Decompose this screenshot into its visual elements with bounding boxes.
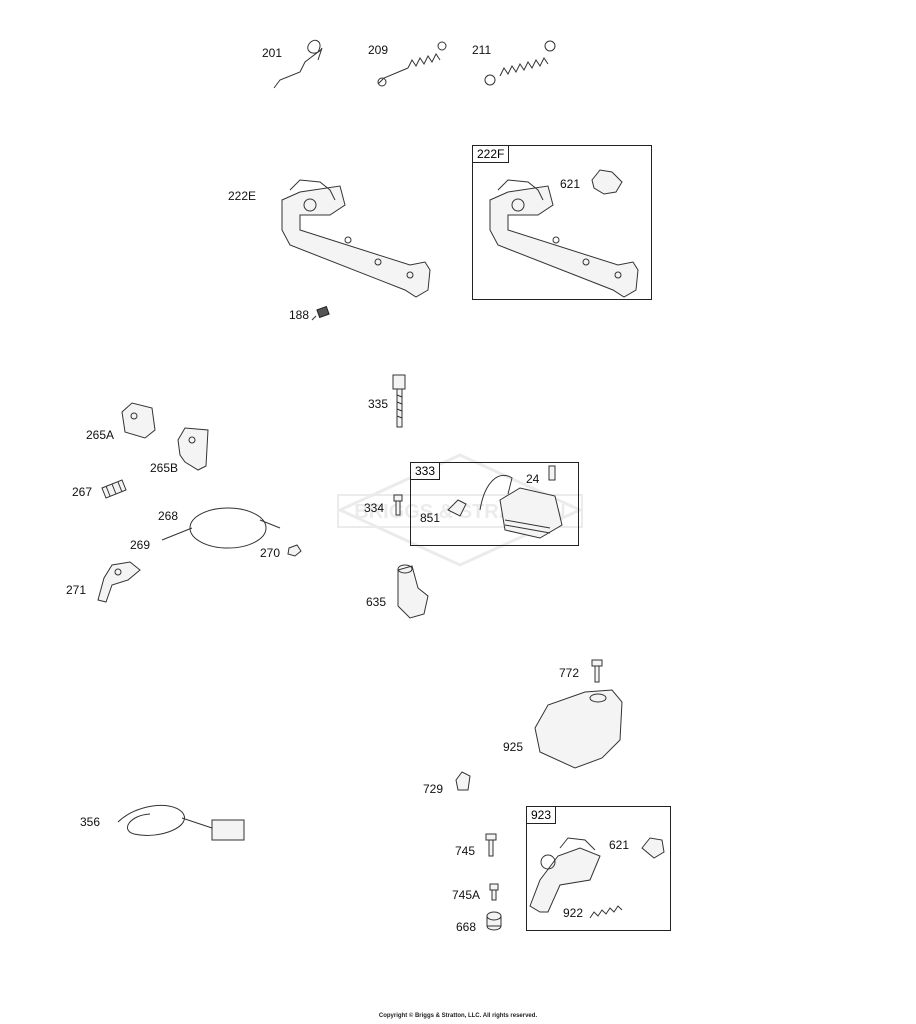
label-270: 270 [260, 546, 281, 560]
part-745-screw [485, 833, 497, 857]
group-222F-label: 222F [472, 145, 510, 163]
label-772: 772 [559, 666, 580, 680]
part-222F-bracket [489, 179, 639, 298]
label-269: 269 [130, 538, 151, 552]
label-745: 745 [455, 844, 476, 858]
label-356: 356 [80, 815, 101, 829]
label-729: 729 [423, 782, 444, 796]
group-923-label: 923 [526, 806, 557, 824]
part-209-spring [377, 41, 447, 87]
part-201-spring [273, 39, 323, 89]
group-333-box: 333 [410, 462, 579, 546]
label-851: 851 [420, 511, 441, 525]
part-335-bolt [392, 374, 406, 428]
label-334: 334 [364, 501, 385, 515]
group-222F-box: 222F [472, 145, 652, 300]
part-635-boot [397, 564, 429, 619]
label-925: 925 [503, 740, 524, 754]
part-925-cover [534, 689, 623, 769]
part-211-spring [484, 40, 556, 86]
label-922: 922 [563, 906, 584, 920]
label-265A: 265A [86, 428, 115, 442]
group-923-box: 923 [526, 806, 671, 931]
part-334-screw [393, 494, 403, 516]
label-209: 209 [368, 43, 389, 57]
label-668: 668 [456, 920, 477, 934]
label-745A: 745A [452, 888, 481, 902]
part-745A-screw [489, 883, 499, 901]
part-621-clip [591, 169, 623, 195]
label-635: 635 [366, 595, 387, 609]
part-621-clip-2 [641, 837, 665, 859]
part-772-screw [591, 659, 603, 683]
part-271-lever [97, 561, 141, 603]
label-265B: 265B [150, 461, 179, 475]
part-333-coil [479, 474, 563, 539]
part-729-clip [455, 771, 471, 791]
part-188-screw [311, 305, 330, 321]
label-268: 268 [158, 509, 179, 523]
label-271: 271 [66, 583, 87, 597]
group-333-label: 333 [410, 462, 441, 480]
label-211: 211 [472, 43, 492, 57]
label-621-a: 621 [560, 177, 581, 191]
label-222E: 222E [228, 189, 257, 203]
part-922-spring [589, 905, 623, 919]
label-24: 24 [526, 472, 540, 486]
part-268-cable [161, 507, 281, 549]
label-188: 188 [289, 308, 310, 322]
part-851-clip [447, 499, 467, 517]
label-267: 267 [72, 485, 93, 499]
part-24-pin [548, 465, 556, 481]
part-270-nut [287, 544, 302, 557]
part-267-screw [101, 479, 127, 499]
part-265A-block [121, 402, 156, 439]
label-201: 201 [262, 46, 283, 60]
part-923-governor [529, 837, 601, 913]
part-668-bushing [486, 911, 502, 931]
label-621-b: 621 [609, 838, 630, 852]
copyright-footer: Copyright © Briggs & Stratton, LLC. All … [378, 1013, 538, 1019]
part-222E-bracket [281, 179, 431, 298]
label-335: 335 [368, 397, 389, 411]
part-356-wire [117, 804, 245, 841]
part-265B-bracket [177, 427, 209, 471]
